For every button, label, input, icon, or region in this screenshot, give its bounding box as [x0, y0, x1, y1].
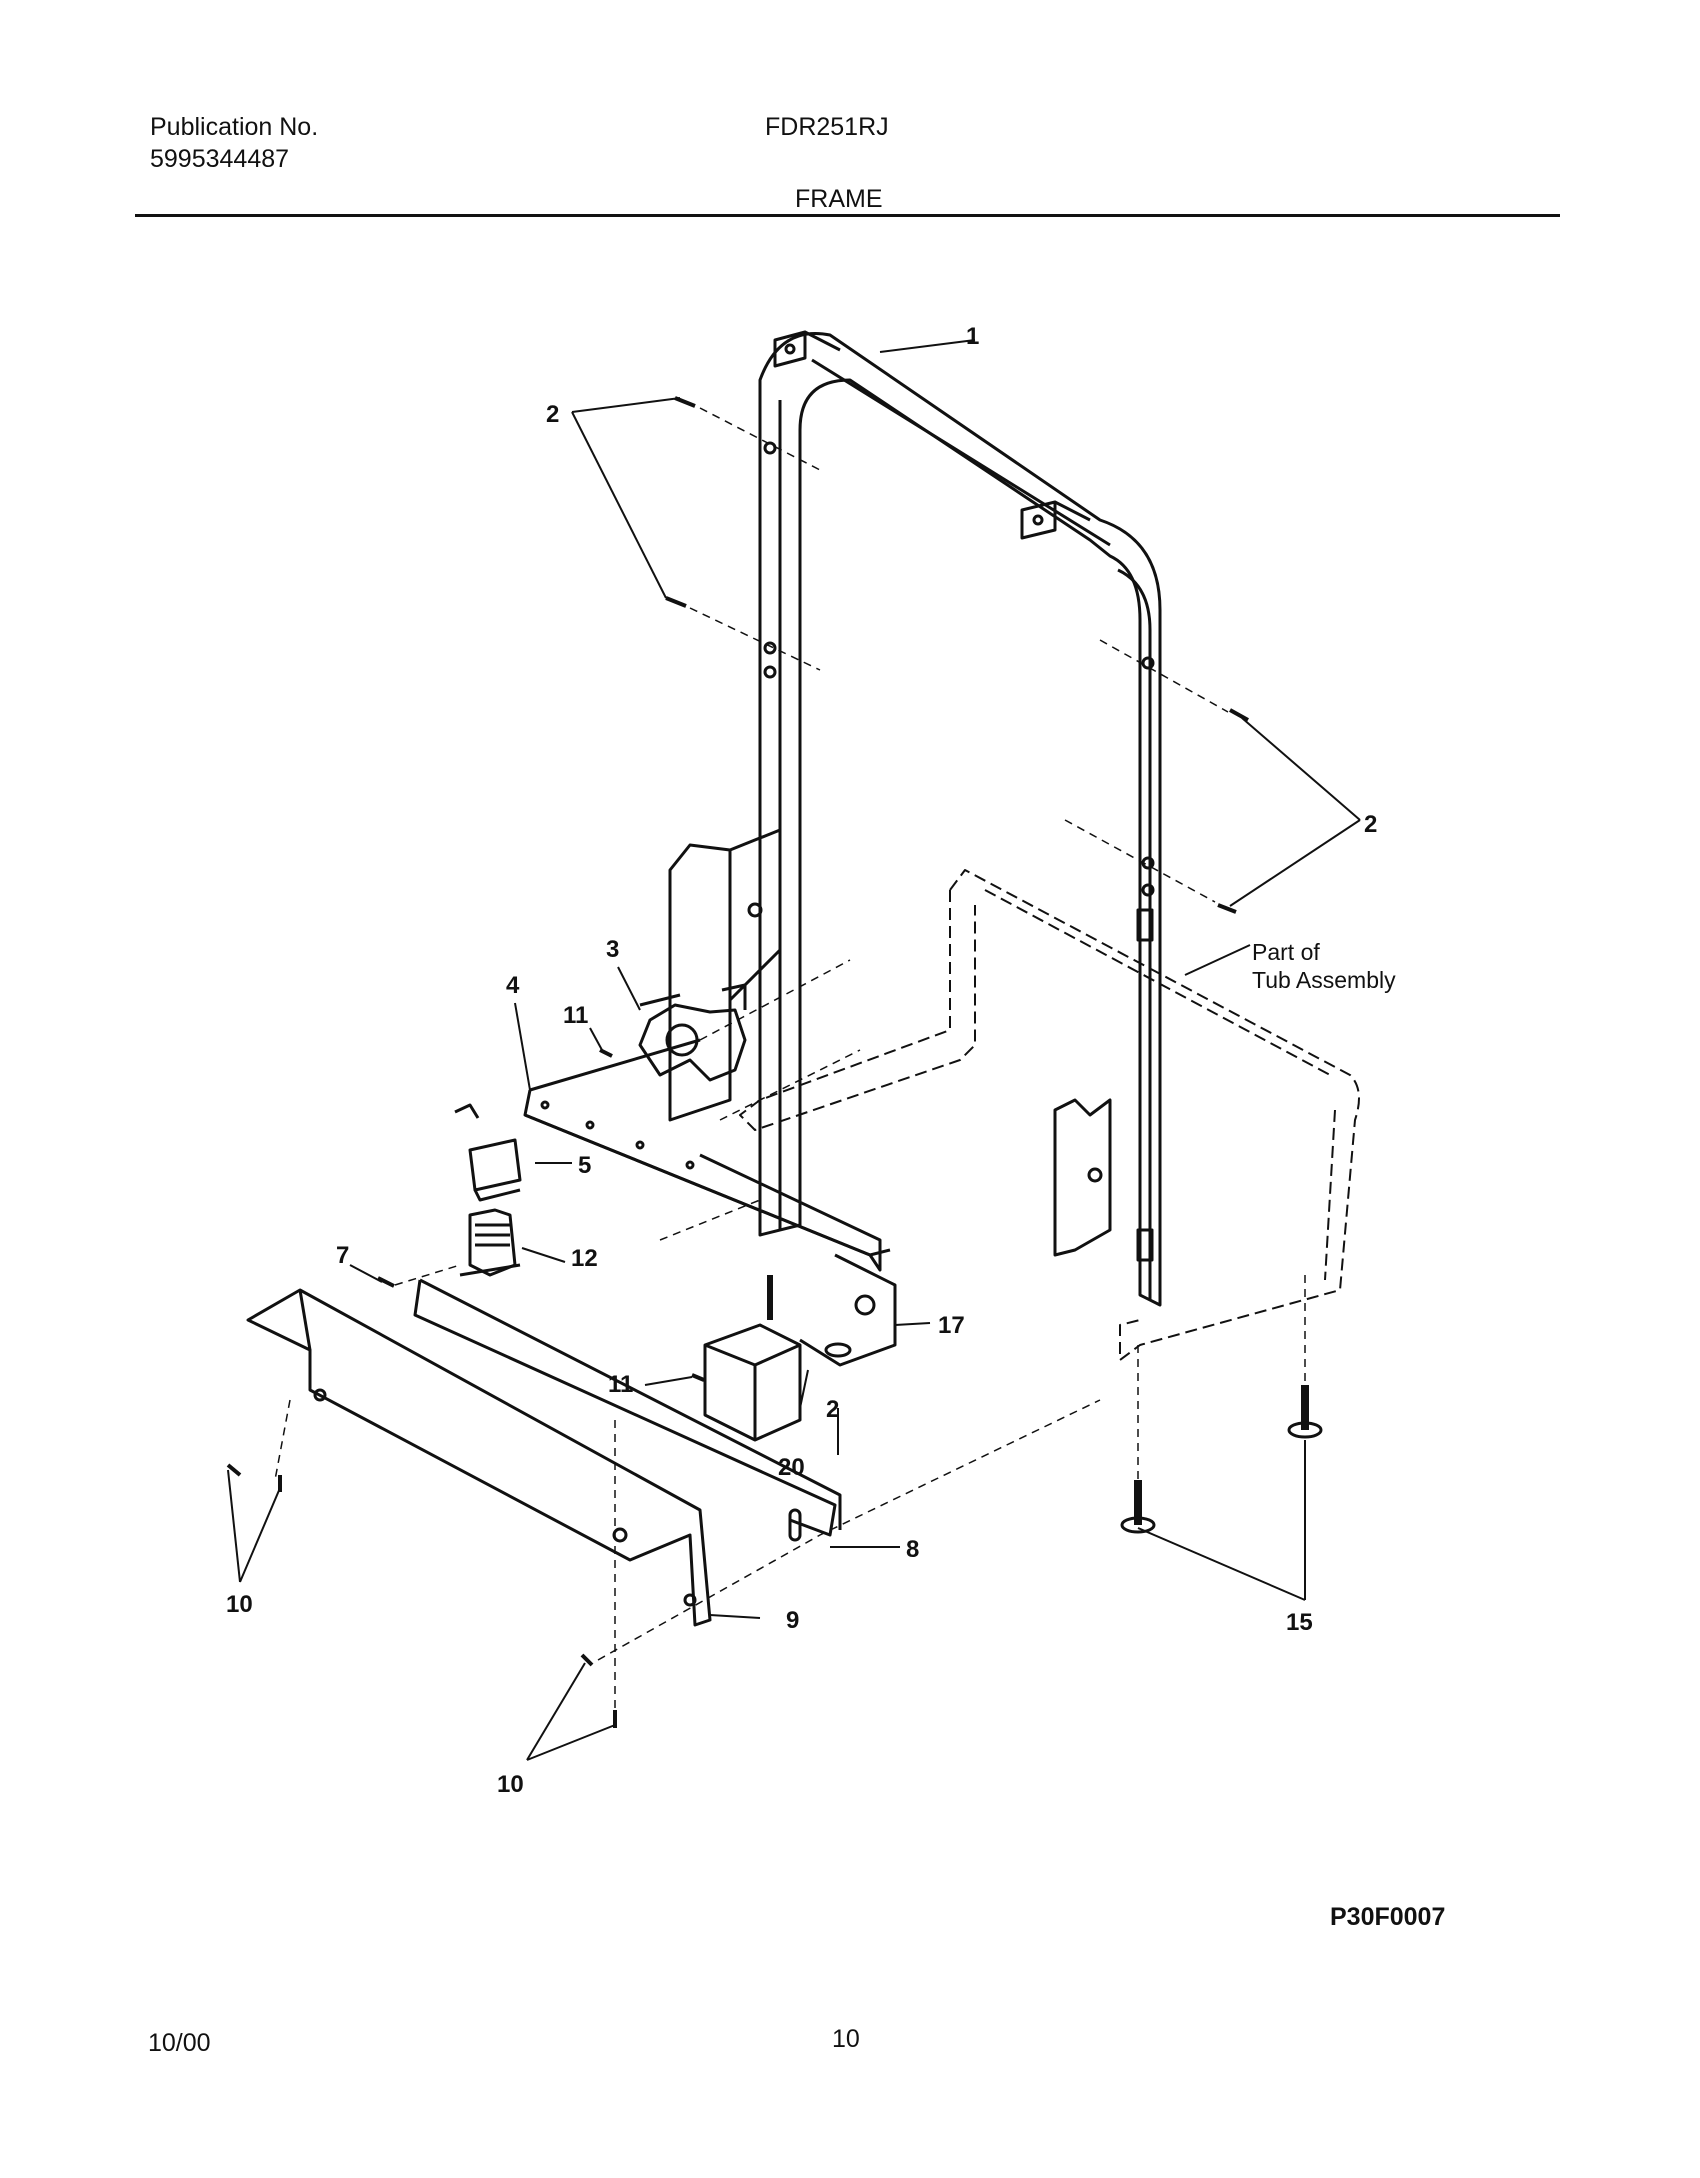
control-module-part-20	[703, 1323, 802, 1442]
support-rail-part-4	[523, 1038, 891, 1272]
callout-10-left: 10	[226, 1591, 253, 1618]
transformer-part-12	[459, 1208, 521, 1277]
leveling-legs-part-15	[1120, 1385, 1323, 1534]
callout-5: 5	[578, 1152, 591, 1179]
callout-2-right: 2	[1364, 811, 1377, 838]
header-rule	[135, 214, 1560, 217]
figure-code: P30F0007	[1330, 1903, 1445, 1931]
callout-17: 17	[938, 1312, 965, 1339]
publication-label: Publication No.	[150, 113, 319, 141]
kick-plate-part-9	[246, 1288, 712, 1627]
callout-10-bottom: 10	[497, 1771, 524, 1798]
callout-15: 15	[1286, 1609, 1313, 1636]
bracket-part-17	[767, 1253, 897, 1367]
callout-3: 3	[606, 936, 619, 963]
callout-2-top: 2	[546, 401, 559, 428]
tub-assembly-outline	[739, 869, 1360, 1361]
callout-12: 12	[571, 1245, 598, 1272]
callout-4: 4	[506, 972, 520, 999]
switch-part-5	[454, 1103, 522, 1202]
callout-11-top: 11	[563, 1002, 588, 1029]
publication-number: 5995344487	[150, 145, 290, 173]
assembly-lines	[274, 407, 1306, 1710]
callout-9: 9	[786, 1607, 799, 1634]
callout-11-mid: 11	[608, 1371, 633, 1398]
right-side-bracket	[1053, 1098, 1112, 1257]
callout-7: 7	[336, 1242, 349, 1269]
frame-part-1	[758, 332, 1162, 1307]
lower-panel-part-8	[413, 1278, 842, 1542]
tub-note-line2: Tub Assembly	[1252, 967, 1396, 993]
section-title: FRAME	[795, 185, 883, 213]
model-number: FDR251RJ	[765, 113, 889, 141]
leader-lines	[227, 339, 1361, 1761]
page-number: 10	[832, 2025, 860, 2053]
top-brackets	[773, 330, 1091, 540]
callout-1: 1	[966, 323, 979, 350]
callout-2-bracket: 2	[826, 1396, 839, 1423]
callout-8: 8	[906, 1536, 919, 1563]
revision-date: 10/00	[148, 2029, 211, 2057]
tub-note-line1: Part of	[1252, 939, 1320, 965]
left-side-bracket	[668, 828, 782, 1122]
callout-20: 20	[778, 1454, 805, 1481]
screws	[226, 396, 1249, 1728]
